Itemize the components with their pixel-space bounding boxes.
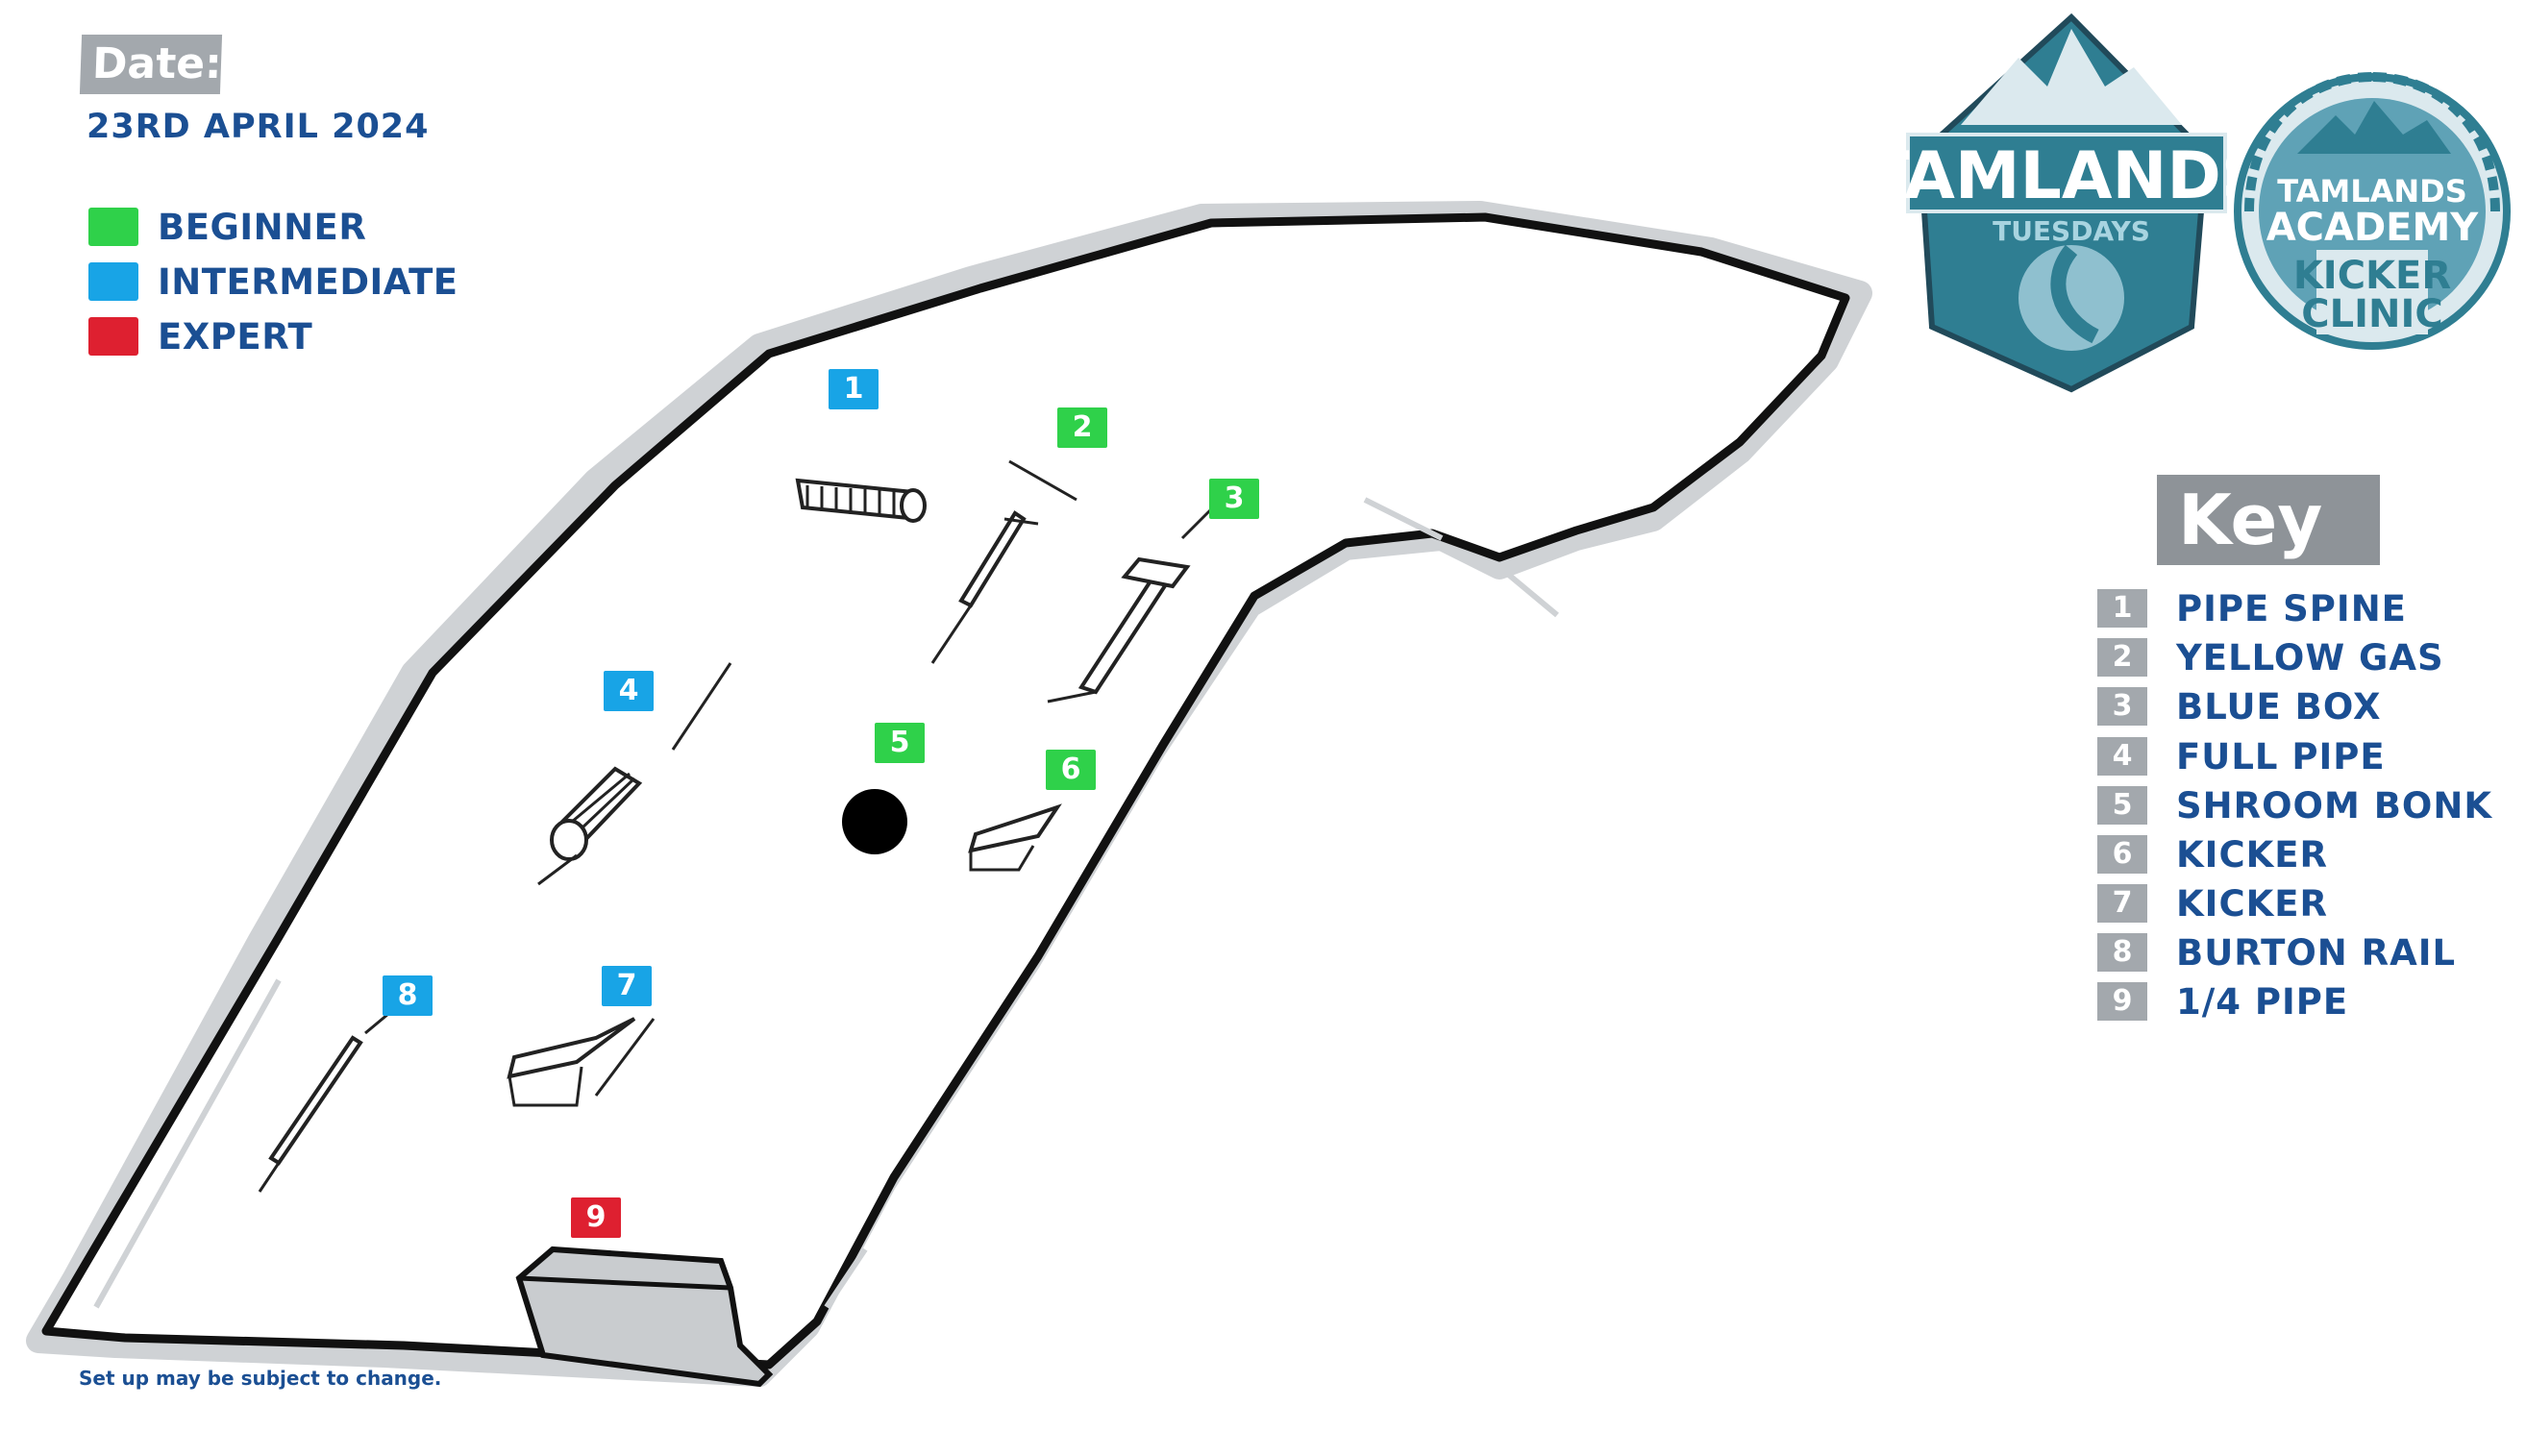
key-item-number: 3 bbox=[2097, 687, 2147, 726]
legend-item-intermediate: INTERMEDIATE bbox=[88, 260, 458, 303]
key-item-number: 4 bbox=[2097, 737, 2147, 776]
key-item-name: SHROOM BONK bbox=[2176, 784, 2493, 827]
legend-label: EXPERT bbox=[158, 315, 313, 358]
legend-label: INTERMEDIATE bbox=[158, 260, 458, 303]
marker-1: 1 bbox=[829, 369, 879, 409]
key-item-name: BURTON RAIL bbox=[2176, 931, 2457, 974]
marker-6: 6 bbox=[1046, 750, 1096, 790]
key-item-number: 9 bbox=[2097, 982, 2147, 1021]
legend-swatch-beginner bbox=[88, 208, 138, 246]
key-item: 2 YELLOW GAS bbox=[2097, 636, 2444, 679]
key-title: Key bbox=[2157, 475, 2380, 565]
marker-7: 7 bbox=[602, 966, 652, 1006]
footnote: Set up may be subject to change. bbox=[79, 1367, 442, 1390]
key-item: 9 1/4 PIPE bbox=[2097, 980, 2349, 1023]
key-item: 7 KICKER bbox=[2097, 882, 2329, 925]
feature-yellow-gas bbox=[930, 459, 1077, 664]
key-item: 1 PIPE SPINE bbox=[2097, 588, 2407, 629]
legend-label: BEGINNER bbox=[158, 206, 367, 248]
legend-swatch-intermediate bbox=[88, 262, 138, 301]
key-item-name: PIPE SPINE bbox=[2176, 587, 2407, 629]
feature-burton-rail bbox=[258, 1007, 395, 1193]
tuesdays-logo-line2: TUESDAYS bbox=[1993, 215, 2150, 247]
key-item-number: 8 bbox=[2097, 933, 2147, 972]
key-item-number: 7 bbox=[2097, 884, 2147, 923]
slope-outline bbox=[41, 212, 1850, 1370]
academy-logo-line2: ACADEMY bbox=[2266, 206, 2480, 250]
tamlands-academy-logo bbox=[2234, 72, 2511, 350]
key-item-number: 1 bbox=[2097, 589, 2147, 628]
feature-shroom-bonk bbox=[842, 789, 907, 854]
feature-blue-box bbox=[1047, 507, 1213, 703]
key-item-name: 1/4 PIPE bbox=[2176, 980, 2349, 1023]
key-item: 6 KICKER bbox=[2097, 833, 2329, 876]
marker-2: 2 bbox=[1057, 407, 1107, 448]
feature-pipe-spine bbox=[795, 478, 927, 523]
logos: TAMLANDS TUESDAYS TAMLANDS ACADEMY KICKE… bbox=[1903, 12, 2511, 393]
key-item: 4 FULL PIPE bbox=[2097, 736, 2386, 777]
feature-full-pipe bbox=[537, 662, 732, 886]
tuesdays-logo-line1: TAMLANDS bbox=[1903, 138, 2268, 214]
key-item: 8 BURTON RAIL bbox=[2097, 931, 2457, 974]
date-value: 23RD APRIL 2024 bbox=[87, 108, 430, 146]
key-item: 3 BLUE BOX bbox=[2097, 685, 2382, 728]
feature-kicker-7 bbox=[507, 1017, 656, 1107]
key-item-name: KICKER bbox=[2176, 833, 2329, 876]
key-item-name: BLUE BOX bbox=[2176, 685, 2382, 728]
marker-8: 8 bbox=[383, 975, 433, 1016]
key-item-number: 6 bbox=[2097, 835, 2147, 874]
marker-9: 9 bbox=[571, 1197, 621, 1238]
legend-item-expert: EXPERT bbox=[88, 315, 312, 358]
key-item-name: YELLOW GAS bbox=[2176, 636, 2444, 679]
academy-logo-line4: CLINIC bbox=[2301, 292, 2442, 336]
tamlands-tuesdays-logo bbox=[1906, 12, 2227, 393]
legend-swatch-expert bbox=[88, 317, 138, 356]
feature-quarter-pipe bbox=[515, 1246, 774, 1388]
key-item-number: 5 bbox=[2097, 786, 2147, 825]
marker-5: 5 bbox=[875, 723, 925, 763]
key-item-name: FULL PIPE bbox=[2176, 735, 2386, 777]
key-item-number: 2 bbox=[2097, 638, 2147, 677]
marker-3: 3 bbox=[1209, 479, 1259, 519]
marker-4: 4 bbox=[604, 671, 654, 711]
academy-logo-line3: KICKER bbox=[2293, 254, 2451, 298]
academy-logo-line1: TAMLANDS bbox=[2277, 173, 2467, 210]
legend-item-beginner: BEGINNER bbox=[88, 206, 366, 248]
key-item-name: KICKER bbox=[2176, 882, 2329, 925]
key-item: 5 SHROOM BONK bbox=[2097, 784, 2493, 827]
feature-kicker-6 bbox=[968, 803, 1062, 872]
